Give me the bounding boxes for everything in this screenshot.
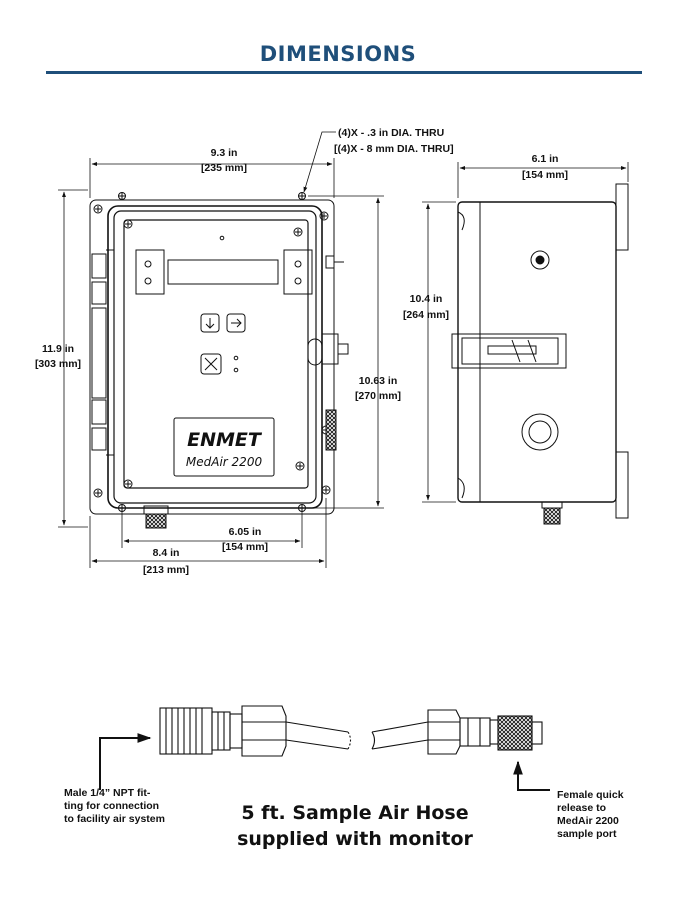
side-view <box>451 183 629 525</box>
sample-air-hose <box>99 705 550 791</box>
mount-hole <box>298 192 306 200</box>
mount-hole <box>118 192 126 200</box>
lid-screw <box>293 227 303 237</box>
male-label-line: Male 1/4” NPT fit- <box>64 787 151 799</box>
male-fitting-label: Male 1/4” NPT fit- ting for connection t… <box>64 787 165 825</box>
female-fitting-label: Female quick release to MedAir 2200 samp… <box>557 789 624 840</box>
mount-height-in: 10.63 in <box>359 375 398 387</box>
hose-caption-line: 5 ft. Sample Air Hose <box>241 802 469 824</box>
side-fitting <box>325 255 335 269</box>
lid-screw <box>321 485 331 495</box>
front-height-mm: [303 mm] <box>35 358 81 370</box>
hole-note-in: (4)X - .3 in DIA. THRU <box>338 127 444 139</box>
lcd-display <box>167 259 279 285</box>
side-latch <box>451 333 567 369</box>
female-hex-nut <box>427 709 461 755</box>
side-knurl <box>325 409 337 451</box>
male-label-line: ting for connection <box>64 800 159 812</box>
front-height-in: 11.9 in <box>42 343 74 355</box>
lid-screw <box>295 461 305 471</box>
enclosure-lid <box>123 219 309 489</box>
lid-screw <box>93 488 103 498</box>
female-callout-arrow <box>513 760 550 791</box>
side-flange-top <box>615 183 629 251</box>
brand-logo: ENMET <box>187 429 263 451</box>
side-depth-mm: [154 mm] <box>522 169 568 181</box>
mount-width-in: 6.05 in <box>229 526 262 538</box>
base-width-mm: [213 mm] <box>143 564 189 576</box>
bracket-left <box>135 249 165 295</box>
mount-width-mm: [154 mm] <box>222 541 268 553</box>
name-plate <box>173 417 275 477</box>
side-height-mm: [264 mm] <box>403 309 449 321</box>
left-hinges <box>91 249 114 456</box>
hose-caption: 5 ft. Sample Air Hose supplied with moni… <box>200 800 510 852</box>
lid-screw <box>123 219 133 229</box>
model-name: MedAir 2200 <box>186 455 263 469</box>
side-port <box>321 333 339 365</box>
female-label-line: MedAir 2200 <box>557 815 619 827</box>
female-label-line: Female quick <box>557 789 624 801</box>
hole-note-mm: [(4)X - 8 mm DIA. THRU] <box>334 143 454 155</box>
female-label-line: release to <box>557 802 606 814</box>
lid-screw <box>93 204 103 214</box>
right-button <box>226 313 246 333</box>
side-depth-in: 6.1 in <box>532 153 559 165</box>
lid-screw <box>123 479 133 489</box>
mounting-flange <box>89 199 335 515</box>
silence-button <box>200 353 222 375</box>
side-dimension-lines <box>422 162 629 503</box>
bracket-right <box>283 249 313 295</box>
female-quick-release <box>497 715 533 751</box>
bottom-fitting <box>143 505 169 529</box>
male-npt-fitting <box>159 707 213 755</box>
female-label-line: sample port <box>557 828 617 840</box>
male-callout-arrow <box>99 733 152 790</box>
lid-screw <box>319 211 329 221</box>
page-title: DIMENSIONS <box>259 42 417 66</box>
enclosure-lip <box>113 210 317 504</box>
side-knob-small <box>530 250 550 270</box>
side-body <box>457 201 617 503</box>
front-width-mm: [235 mm] <box>201 162 247 174</box>
mount-height-mm: [270 mm] <box>355 390 401 402</box>
side-knob-large <box>521 413 559 451</box>
indicator-led <box>219 235 225 241</box>
hose-caption-line: supplied with monitor <box>237 828 473 850</box>
male-label-line: to facility air system <box>64 813 165 825</box>
front-width-in: 9.3 in <box>211 147 238 159</box>
side-height-in: 10.4 in <box>410 293 443 305</box>
front-view <box>89 192 349 529</box>
title-rule <box>46 71 642 74</box>
base-width-in: 8.4 in <box>153 547 180 559</box>
front-dimension-lines <box>58 131 384 568</box>
hex-nut <box>241 705 287 757</box>
mount-hole <box>298 504 306 512</box>
mount-hole <box>118 504 126 512</box>
down-button <box>200 313 220 333</box>
side-flange-bottom <box>615 451 629 519</box>
